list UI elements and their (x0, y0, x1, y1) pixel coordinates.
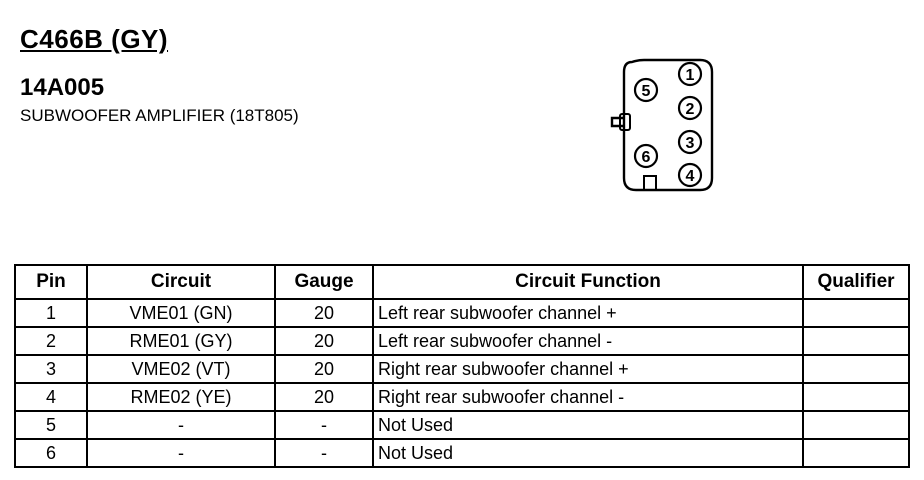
cell-qualifier (802, 382, 910, 412)
pin-4-label: 4 (686, 168, 695, 185)
cell-circuit-function: Not Used (372, 410, 804, 440)
connector-key-notch (643, 175, 657, 191)
cell-qualifier (802, 298, 910, 328)
cell-circuit-function: Right rear subwoofer channel - (372, 382, 804, 412)
cell-pin: 6 (14, 438, 88, 468)
column-header-qualifier: Qualifier (802, 264, 910, 300)
table-row: 1 VME01 (GN) 20 Left rear subwoofer chan… (14, 298, 910, 328)
cell-circuit: VME01 (GN) (86, 298, 276, 328)
component-description: SUBWOOFER AMPLIFIER (18T805) (20, 106, 299, 125)
cell-circuit: RME01 (GY) (86, 326, 276, 356)
cell-circuit: - (86, 410, 276, 440)
cell-circuit: - (86, 438, 276, 468)
column-header-gauge: Gauge (274, 264, 374, 300)
cell-gauge: 20 (274, 382, 374, 412)
cell-pin: 1 (14, 298, 88, 328)
pin-4-marker: 4 (677, 162, 703, 188)
table-row: 2 RME01 (GY) 20 Left rear subwoofer chan… (14, 326, 910, 356)
cell-gauge: - (274, 438, 374, 468)
cell-gauge: 20 (274, 298, 374, 328)
connector-lock-latch (619, 113, 631, 131)
connector-face-diagram: 1 2 3 4 5 6 (610, 58, 714, 192)
pin-6-marker: 6 (633, 143, 659, 169)
pin-5-label: 5 (642, 83, 651, 100)
cell-gauge: 20 (274, 354, 374, 384)
pin-1-label: 1 (686, 67, 695, 84)
pin-1-marker: 1 (677, 61, 703, 87)
cell-circuit: VME02 (VT) (86, 354, 276, 384)
cell-circuit: RME02 (YE) (86, 382, 276, 412)
table-row: 3 VME02 (VT) 20 Right rear subwoofer cha… (14, 354, 910, 384)
cell-gauge: 20 (274, 326, 374, 356)
cell-circuit-function: Left rear subwoofer channel + (372, 298, 804, 328)
connector-body (622, 58, 714, 192)
column-header-circuit: Circuit (86, 264, 276, 300)
pin-3-label: 3 (686, 135, 695, 152)
column-header-circuit-function: Circuit Function (372, 264, 804, 300)
cell-circuit-function: Right rear subwoofer channel + (372, 354, 804, 384)
connector-id: C466B (GY) (20, 24, 169, 54)
cell-gauge: - (274, 410, 374, 440)
pin-2-marker: 2 (677, 95, 703, 121)
column-header-pin: Pin (14, 264, 88, 300)
cell-pin: 4 (14, 382, 88, 412)
cell-pin: 5 (14, 410, 88, 440)
part-number: 14A005 (20, 74, 105, 101)
cell-circuit-function: Left rear subwoofer channel - (372, 326, 804, 356)
table-row: 5 - - Not Used (14, 410, 910, 440)
table-row: 4 RME02 (YE) 20 Right rear subwoofer cha… (14, 382, 910, 412)
cell-qualifier (802, 326, 910, 356)
cell-pin: 2 (14, 326, 88, 356)
cell-qualifier (802, 438, 910, 468)
cell-circuit-function: Not Used (372, 438, 804, 468)
pinout-table: Pin Circuit Gauge Circuit Function Quali… (14, 264, 910, 468)
connector-lock-tab (610, 116, 624, 128)
cell-qualifier (802, 410, 910, 440)
pin-6-label: 6 (642, 149, 651, 166)
pin-3-marker: 3 (677, 129, 703, 155)
cell-qualifier (802, 354, 910, 384)
pin-5-marker: 5 (633, 77, 659, 103)
table-row: 6 - - Not Used (14, 438, 910, 468)
table-header-row: Pin Circuit Gauge Circuit Function Quali… (14, 264, 910, 300)
pin-2-label: 2 (686, 101, 695, 118)
cell-pin: 3 (14, 354, 88, 384)
